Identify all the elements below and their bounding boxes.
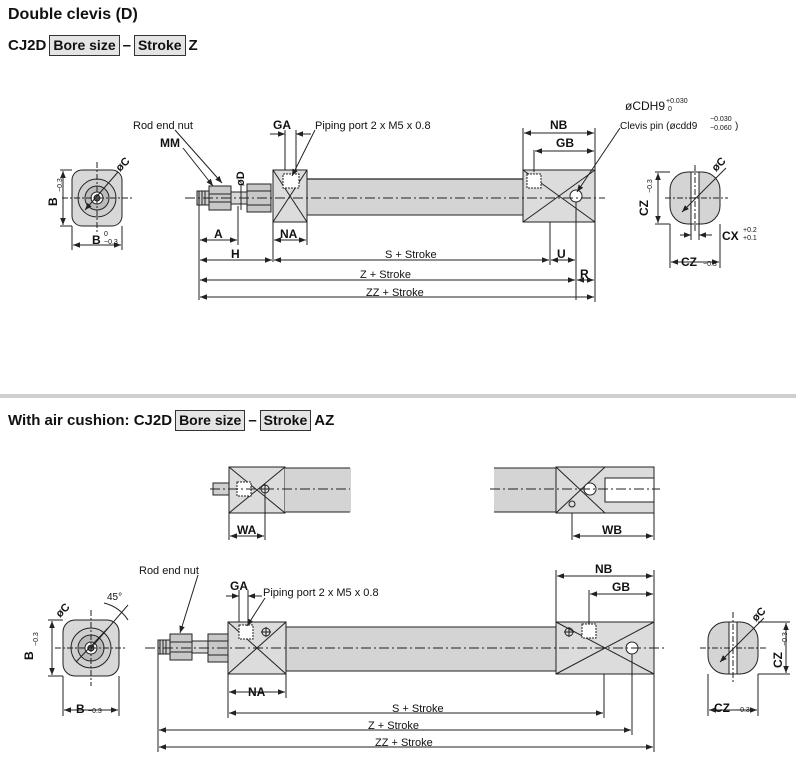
cz-tolerance-horizontal-2: −0.3 — [736, 707, 750, 714]
clevis-tolerance-lower: −0.060 — [710, 125, 732, 132]
front-end-view-1 — [60, 162, 132, 250]
a-label: A — [214, 227, 223, 241]
section1-model-code: CJ2D Bore size – Stroke Z — [8, 35, 198, 56]
wa-detail — [210, 466, 351, 540]
cz-tolerance-horizontal: −0.3 — [703, 261, 717, 268]
cylinder-side-view-1 — [185, 169, 605, 223]
cylinder-side-view-2 — [145, 621, 664, 675]
dimensions-2 — [157, 570, 655, 752]
cz-label-vertical: CZ — [637, 200, 651, 216]
b-tolerance-vertical-2: −0.3 — [33, 632, 40, 646]
dimensions-1 — [174, 127, 621, 302]
b-tolerance-zero: 0 — [104, 231, 108, 238]
piping-port-label-2: Piping port 2 x M5 x 0.8 — [263, 587, 379, 599]
mm-label: MM — [160, 136, 180, 150]
oc-label-rear-2: øC — [750, 605, 769, 624]
gb-label-2: GB — [612, 580, 630, 594]
b-label-horizontal-2: B — [76, 702, 85, 716]
b-label-horizontal: B — [92, 233, 101, 247]
cx-tolerance-upper: +0.2 — [743, 227, 757, 234]
cx-tolerance-lower: +0.1 — [743, 235, 757, 242]
clevis-pin-label: Clevis pin (øcdd9 — [620, 121, 698, 132]
model-suffix: Z — [188, 37, 198, 54]
stroke-box: Stroke — [133, 35, 186, 56]
b-tolerance-horizontal: −0.3 — [104, 239, 118, 246]
bore-size-box-2: Bore size — [175, 410, 246, 431]
wb-label: WB — [602, 523, 622, 537]
rod-end-nut-label-2: Rod end nut — [139, 565, 199, 577]
dash-2: – — [248, 412, 257, 429]
piping-port-label: Piping port 2 x M5 x 0.8 — [315, 120, 431, 132]
cz-tolerance-vertical: −0.3 — [647, 179, 654, 193]
na-label: NA — [280, 227, 298, 241]
cz-label-horizontal: CZ — [681, 255, 697, 269]
h-label: H — [231, 247, 240, 261]
section2-model-code: With air cushion: CJ2D Bore size – Strok… — [8, 410, 334, 431]
model-prefix: CJ2D — [8, 37, 47, 54]
dash: – — [122, 37, 131, 54]
cd-tolerance-lower: 0 — [668, 106, 672, 113]
section-separator — [0, 394, 796, 398]
rod-end-nut-label: Rod end nut — [133, 120, 193, 132]
ga-label: GA — [273, 118, 291, 132]
s-stroke-label-2: S + Stroke — [392, 703, 444, 715]
gb-label: GB — [556, 136, 574, 150]
z-stroke-label: Z + Stroke — [360, 269, 411, 281]
angle-label: 45° — [107, 592, 122, 603]
cz-tolerance-vertical-2: −0.3 — [782, 632, 789, 646]
nb-label: NB — [550, 118, 568, 132]
model-suffix-2: AZ — [314, 412, 335, 429]
od-label: øD — [235, 171, 247, 186]
cz-label-vertical-2: CZ — [771, 652, 785, 668]
cd-tolerance-upper: +0.030 — [666, 98, 688, 105]
cx-label: CX — [722, 229, 739, 243]
clevis-close: ) — [735, 121, 738, 132]
b-label-vertical: B — [46, 197, 60, 206]
front-end-view-2 — [48, 602, 129, 716]
nb-label-2: NB — [595, 562, 613, 576]
na-label-2: NA — [248, 685, 266, 699]
section2-title-prefix: With air cushion: CJ2D — [8, 412, 173, 429]
stroke-box-2: Stroke — [259, 410, 312, 431]
rear-end-view-2 — [700, 612, 790, 716]
section1-title: Double clevis (D) — [8, 6, 138, 23]
b-tolerance-horizontal-2: −0.3 — [88, 708, 102, 715]
r-label: R — [580, 267, 589, 281]
s-stroke-label: S + Stroke — [385, 249, 437, 261]
wa-label: WA — [237, 523, 257, 537]
cz-label-horizontal-2: CZ — [714, 701, 730, 715]
ga-label-2: GA — [230, 579, 248, 593]
u-label: U — [557, 247, 566, 261]
zz-stroke-label: ZZ + Stroke — [366, 287, 424, 299]
oc-label-2: øC — [54, 601, 73, 620]
wb-detail — [490, 466, 660, 540]
bore-size-box: Bore size — [49, 35, 120, 56]
z-stroke-label-2: Z + Stroke — [368, 720, 419, 732]
clevis-tolerance-upper: −0.030 — [710, 116, 732, 123]
b-label-vertical-2: B — [22, 651, 36, 660]
rear-end-view-1 — [655, 165, 728, 268]
cd-label: øCDH9 — [625, 99, 665, 113]
b-tolerance-vertical: −0.3 — [57, 178, 64, 192]
zz-stroke-label-2: ZZ + Stroke — [375, 737, 433, 749]
oc-label-rear: øC — [710, 155, 729, 174]
